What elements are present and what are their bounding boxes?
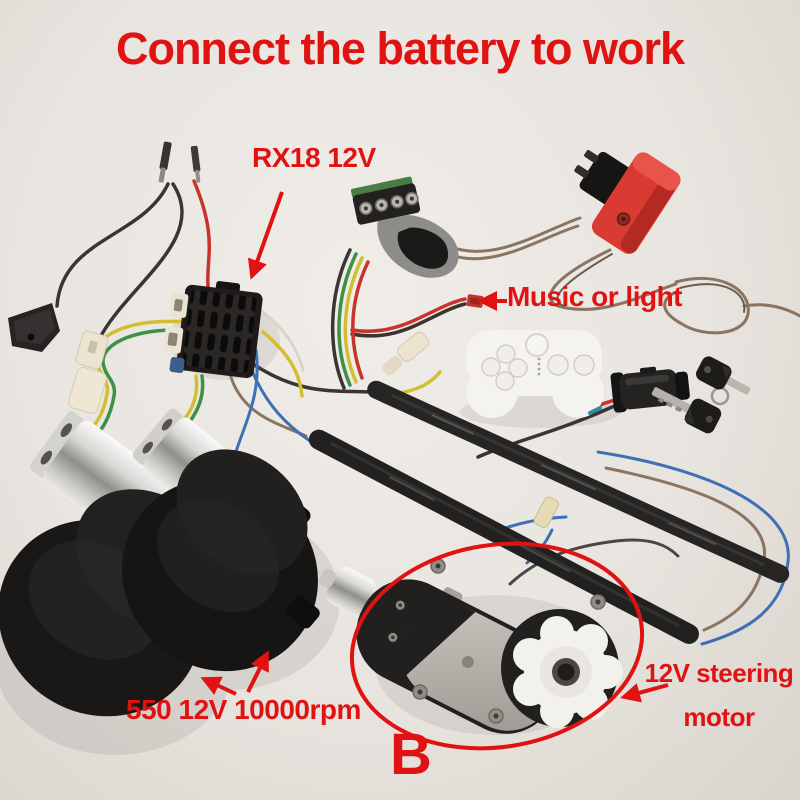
remote-buttons (481, 344, 595, 391)
motor-arrow-right (246, 650, 269, 693)
heat-shrink-tube-upper (367, 380, 790, 583)
wire-terminals (158, 141, 201, 183)
steering-motor (318, 558, 623, 734)
marker-letter: B (390, 722, 432, 787)
pedal-switch (8, 303, 60, 352)
rx18-arrow (247, 191, 284, 280)
annotation-graphics (200, 191, 669, 751)
right-gear-motor (122, 408, 320, 672)
battery-connector (574, 150, 681, 254)
receiver-label: RX18 12V (252, 142, 376, 173)
steering-label-line2: motor (683, 702, 755, 732)
drive-motors-label: 550 12V 10000rpm (126, 694, 361, 725)
steering-label-line1: 12V steering (644, 658, 794, 688)
key-wire-teal (588, 406, 602, 415)
heat-shrink-tube-lower (308, 429, 699, 644)
receiver-module (162, 281, 263, 379)
remote-power-ring (525, 333, 549, 357)
white-connector-pair (68, 330, 109, 414)
key-upper (696, 356, 751, 395)
music-label: Music or light (507, 281, 683, 312)
page-title: Connect the battery to work (115, 23, 685, 74)
steering-arrow (620, 683, 669, 703)
inline-connector-tube (533, 496, 560, 529)
steering-highlight-ellipse (349, 541, 645, 751)
remote-led-dots (537, 357, 541, 376)
gear-shifter (350, 176, 459, 278)
inline-connector-white (382, 331, 430, 376)
key-ring (710, 386, 730, 406)
motor-arrow-left (200, 676, 237, 696)
remote-control (466, 330, 604, 418)
key-lower (651, 387, 722, 434)
